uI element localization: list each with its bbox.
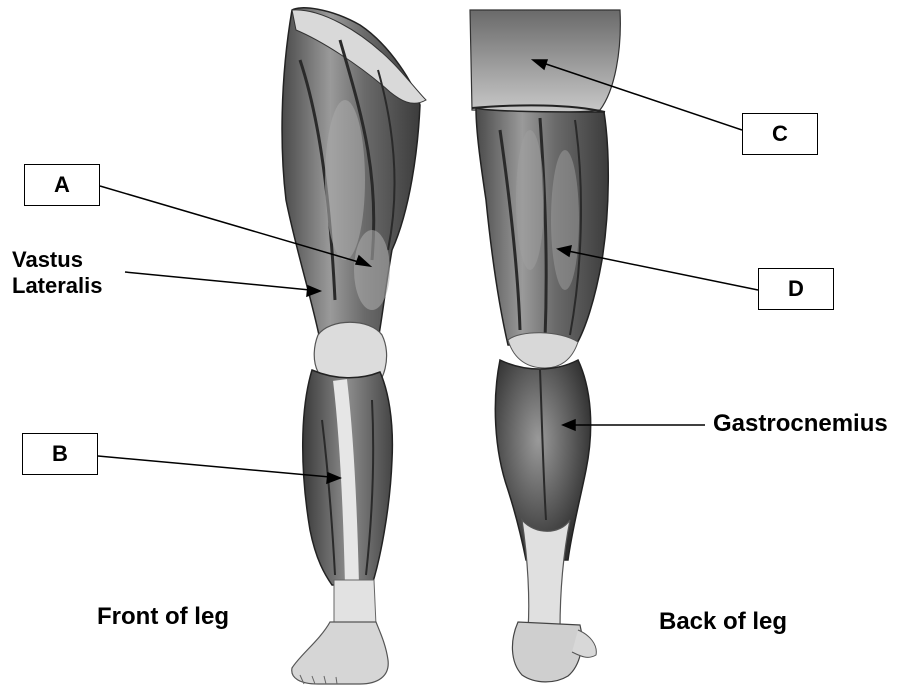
label-box-c: C <box>742 113 818 155</box>
vastus-line-2: Lateralis <box>12 273 103 299</box>
back-heel <box>512 622 582 682</box>
pointer-lines <box>98 60 758 483</box>
front-leg <box>282 8 426 684</box>
caption-front: Front of leg <box>97 603 229 632</box>
pointer-b <box>98 456 330 477</box>
pointer-vastus <box>125 272 310 290</box>
label-box-b: B <box>22 433 98 475</box>
label-box-a-text: A <box>54 172 70 198</box>
vastus-line-1: Vastus <box>12 247 103 273</box>
vastus-lateralis-label: Vastus Lateralis <box>12 247 103 300</box>
label-box-a: A <box>24 164 100 206</box>
label-box-b-text: B <box>52 441 68 467</box>
back-knee <box>508 333 578 368</box>
label-box-d: D <box>758 268 834 310</box>
label-box-d-text: D <box>788 276 804 302</box>
back-leg <box>470 10 620 682</box>
front-rectus-highlight <box>325 100 365 260</box>
back-achilles <box>522 520 570 630</box>
gastrocnemius-label: Gastrocnemius <box>713 410 888 439</box>
front-ankle <box>334 580 376 628</box>
front-foot <box>292 622 388 684</box>
label-box-c-text: C <box>772 121 788 147</box>
caption-back: Back of leg <box>659 608 787 637</box>
